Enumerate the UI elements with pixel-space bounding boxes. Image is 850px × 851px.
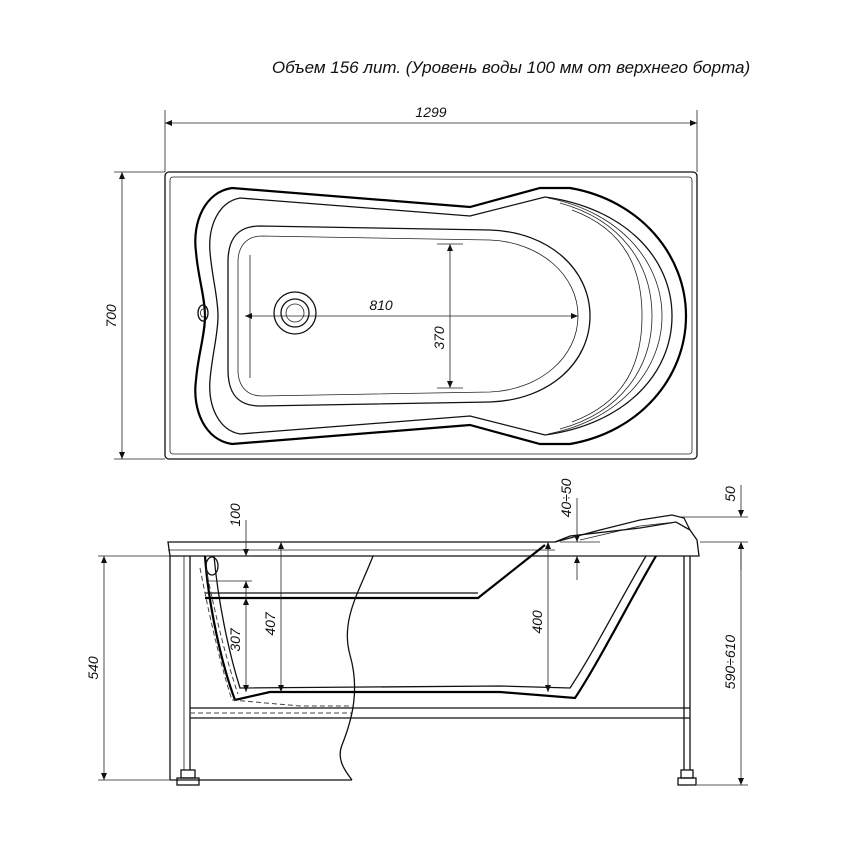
depth-307-label: 307 [227, 627, 243, 652]
rim-40-50-label: 40÷50 [558, 478, 574, 517]
headrest-50-label: 50 [722, 486, 738, 502]
bottom-width-label: 370 [431, 326, 447, 350]
rim-outline [164, 171, 698, 460]
depth-400-label: 400 [529, 610, 545, 634]
height-540-label: 540 [85, 656, 101, 680]
width-label: 700 [103, 304, 119, 328]
drain-icon [273, 291, 317, 335]
volume-caption-text: Объем 156 лит. (Уровень воды 100 мм от в… [271, 58, 751, 77]
top-view: 1299 700 810 [103, 104, 698, 460]
depth-407-label: 407 [262, 611, 278, 636]
bottom-length-label: 810 [369, 297, 393, 313]
bowl-outer-edge [194, 186, 688, 446]
length-label: 1299 [415, 104, 446, 120]
side-view: 100 307 407 400 540 40÷50 50 590÷610 [85, 478, 748, 786]
left-foot [180, 769, 196, 779]
water-level-label: 100 [227, 503, 243, 527]
height-590-610-label: 590÷610 [722, 635, 738, 690]
right-foot [680, 769, 694, 779]
tub-inner-profile [203, 555, 657, 702]
overflow-icon [197, 304, 209, 322]
side-rim [167, 521, 700, 557]
bowl-inner-edge [227, 225, 591, 407]
volume-caption: Объем 156 лит. (Уровень воды 100 мм от в… [0, 58, 850, 78]
